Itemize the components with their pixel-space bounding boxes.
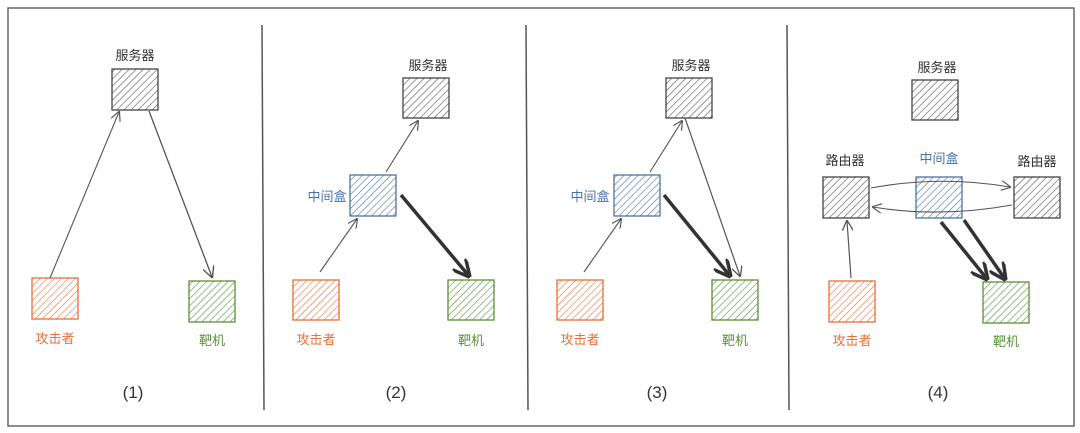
server-box: [911, 79, 959, 121]
panel-divider: [525, 24, 529, 411]
panel-4: 服务器 路由器 中间盒 路由器 攻击者 靶机 (4): [822, 60, 1061, 402]
attacker-box: [556, 279, 604, 321]
attacker-box: [828, 280, 876, 323]
middlebox-label: 中间盒: [570, 189, 609, 205]
arrow-middlebox-to-target-injected-2: [962, 219, 1005, 279]
attacker-label: 攻击者: [296, 333, 335, 348]
middlebox-box: [613, 174, 661, 217]
arrow-router-to-router-forward: [870, 181, 1010, 188]
panel-3: 服务器 中间盒 攻击者 靶机 (3): [556, 58, 759, 402]
server-box: [402, 77, 450, 119]
panel-divider: [786, 24, 790, 411]
target-box: [982, 281, 1030, 324]
target-label: 靶机: [199, 334, 225, 349]
panel-2: 服务器 中间盒 攻击者 靶机 (2): [292, 58, 495, 402]
server-label: 服务器: [917, 60, 956, 76]
arrow-server-to-target: [148, 110, 212, 277]
arrow-server-to-target: [684, 117, 740, 276]
panel-caption: (2): [386, 383, 407, 402]
server-label: 服务器: [408, 58, 447, 74]
middlebox-label: 中间盒: [919, 151, 958, 167]
server-label: 服务器: [115, 48, 154, 64]
arrow-middlebox-to-target-injected: [662, 193, 730, 276]
target-label: 靶机: [458, 334, 484, 349]
arrow-middlebox-to-server: [385, 121, 418, 173]
server-box: [111, 68, 159, 111]
arrow-attacker-to-router: [847, 221, 851, 279]
target-label: 靶机: [722, 334, 748, 349]
attacker-box: [292, 279, 340, 321]
target-label: 靶机: [993, 335, 1019, 350]
arrow-attacker-to-server: [49, 112, 119, 279]
panel-1: 服务器 攻击者 靶机 (1): [31, 48, 236, 402]
router-right-box: [1013, 176, 1061, 219]
panel-caption: (4): [928, 383, 949, 402]
router-left-label: 路由器: [825, 153, 864, 169]
server-label: 服务器: [671, 58, 710, 74]
panel-caption: (1): [123, 383, 144, 402]
arrow-attacker-to-middlebox: [583, 219, 621, 273]
arrow-router-to-router-return: [873, 205, 1013, 212]
arrow-middlebox-to-target-injected: [399, 193, 469, 276]
router-left-box: [822, 176, 870, 219]
outer-frame: [7, 7, 1075, 427]
panel-divider: [261, 24, 265, 411]
panel-caption: (3): [647, 383, 668, 402]
router-right-label: 路由器: [1017, 154, 1056, 170]
middlebox-label: 中间盒: [307, 189, 346, 205]
target-box: [188, 280, 236, 323]
arrow-middlebox-to-server: [649, 121, 682, 173]
server-box: [665, 77, 713, 119]
target-box: [447, 279, 495, 321]
attacker-label: 攻击者: [35, 332, 74, 347]
attacker-label: 攻击者: [560, 333, 599, 348]
attacker-label: 攻击者: [832, 334, 871, 349]
arrow-middlebox-to-target-injected-1: [939, 220, 987, 279]
middlebox-box: [349, 174, 397, 217]
arrow-attacker-to-middlebox: [319, 219, 357, 273]
attacker-box: [31, 277, 79, 320]
target-box: [711, 279, 759, 321]
